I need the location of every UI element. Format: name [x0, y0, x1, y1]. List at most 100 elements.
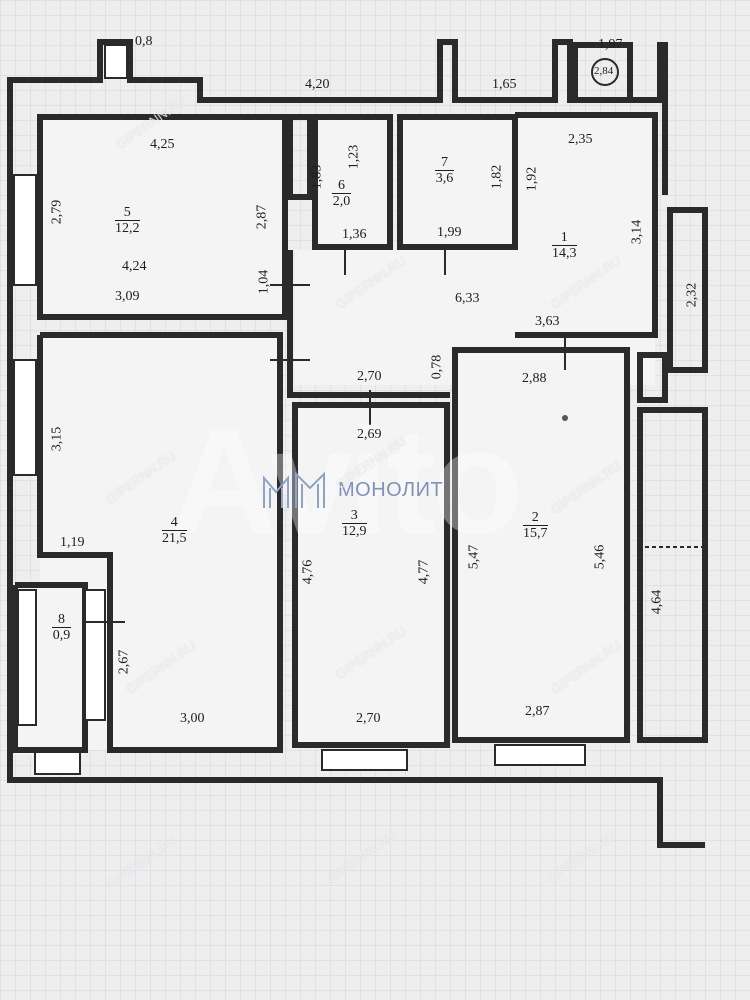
room-4-area: 21,5 — [162, 531, 187, 547]
dim-room5-left: 2,79 — [49, 199, 65, 225]
room-6-walls — [312, 114, 393, 250]
dim-top-165: 1,65 — [492, 77, 517, 92]
room-5-area: 12,2 — [115, 221, 140, 237]
window-top — [104, 44, 128, 79]
room-8-walls — [12, 582, 88, 753]
top-right-closet-walls — [572, 42, 633, 103]
dim-door-104: 1,04 — [256, 269, 272, 295]
room-8-area: 0,9 — [52, 628, 71, 644]
dim-235: 2,35 — [568, 132, 593, 147]
room-1-area: 14,3 — [552, 246, 577, 262]
dim-270-corridor: 2,70 — [357, 369, 382, 384]
room-2-label: 2 15,7 — [523, 510, 548, 542]
dim-078: 0,78 — [429, 354, 445, 380]
dim-182: 1,82 — [489, 164, 505, 190]
window-room-2 — [494, 744, 586, 766]
room-4-number: 4 — [162, 515, 187, 532]
right-closet-walls — [637, 352, 668, 403]
dim-room5-mid: 4,24 — [122, 259, 147, 274]
dim-room5-top: 4,25 — [150, 137, 175, 152]
avito-watermark: Avito — [170, 397, 523, 565]
corridor-walls — [287, 250, 450, 398]
top-right-fixture — [591, 58, 619, 86]
niche-walls — [287, 114, 313, 200]
door-markers — [85, 245, 705, 623]
dim-269: 2,69 — [357, 427, 382, 442]
dim-464: 4,64 — [649, 589, 665, 615]
brand-name: МОНОЛИТ — [338, 478, 444, 501]
shaft-icon — [591, 58, 619, 86]
room-3-area: 12,9 — [342, 524, 367, 540]
dim-288: 2,88 — [522, 371, 547, 386]
room-6-fill — [315, 117, 390, 247]
dim-300: 3,00 — [180, 711, 205, 726]
window-room-3 — [321, 749, 408, 771]
dim-room5-right: 2,87 — [254, 204, 270, 230]
dim-314: 3,14 — [629, 219, 645, 245]
right-annex-walls — [637, 407, 708, 743]
dim-top-08: 0,8 — [135, 34, 153, 49]
room-1-walls — [515, 112, 658, 338]
room-5-walls — [37, 114, 288, 320]
room-5-fill — [40, 117, 285, 317]
room-4-label: 4 21,5 — [162, 515, 187, 547]
window-room-8-inner — [84, 589, 106, 721]
room-3-label: 3 12,9 — [342, 508, 367, 540]
dim-192: 1,92 — [524, 166, 540, 192]
room-2-walls — [452, 347, 630, 743]
room-3-number: 3 — [342, 508, 367, 525]
room-7-label: 7 3,6 — [435, 155, 454, 187]
room-5-number: 5 — [115, 205, 140, 222]
dim-363: 3,63 — [535, 314, 560, 329]
room-fills — [15, 115, 655, 755]
room-1-label: 1 14,3 — [552, 230, 577, 262]
room-7-walls — [397, 114, 518, 250]
room-6-area: 2,0 — [332, 194, 351, 210]
dim-room5-bottom: 3,09 — [115, 289, 140, 304]
room-7-area: 3,6 — [435, 171, 454, 187]
brand-logo: МОНОЛИТ — [262, 470, 443, 510]
monolit-logo-icon — [263, 471, 325, 508]
dim-136: 1,36 — [342, 227, 367, 242]
dim-top-197: 1,97 — [598, 37, 623, 52]
dim-315: 3,15 — [49, 426, 65, 452]
room-1-number: 1 — [552, 230, 577, 247]
window-bottom-left — [34, 751, 81, 775]
room-3-fill — [295, 405, 447, 745]
window-room-5 — [13, 174, 37, 286]
dim-270-bottom: 2,70 — [356, 711, 381, 726]
walls — [7, 39, 708, 848]
room-8-label: 8 0,9 — [52, 612, 71, 644]
room-6-label: 6 2,0 — [332, 178, 351, 210]
outer-wall-top — [7, 39, 663, 115]
room-2-mark — [562, 415, 568, 421]
room-2-area: 15,7 — [523, 526, 548, 542]
right-small-room-walls — [667, 207, 708, 373]
room-7-number: 7 — [435, 155, 454, 172]
dim-123: 1,23 — [346, 144, 362, 170]
room-6-number: 6 — [332, 178, 351, 195]
room-2-fill — [455, 350, 627, 740]
dim-547: 5,47 — [466, 544, 482, 570]
dim-287: 2,87 — [525, 704, 550, 719]
dim-199: 1,99 — [437, 225, 462, 240]
room-4-walls — [37, 332, 283, 753]
window-room-4 — [13, 359, 37, 476]
dim-476: 4,76 — [300, 559, 316, 585]
dim-183: 1,83 — [309, 164, 325, 190]
dot-marker — [562, 415, 568, 421]
dim-232: 2,32 — [684, 282, 700, 308]
room-2-number: 2 — [523, 510, 548, 527]
room-5-label: 5 12,2 — [115, 205, 140, 237]
window-room-8 — [17, 589, 37, 726]
room-7-fill — [400, 117, 515, 247]
dim-top-284: 2,84 — [594, 65, 614, 77]
dim-633: 6,33 — [455, 291, 480, 306]
outer-wall-left — [7, 115, 705, 848]
dim-477: 4,77 — [416, 559, 432, 585]
dim-top-420: 4,20 — [305, 77, 330, 92]
dim-267: 2,67 — [116, 649, 132, 675]
dim-546: 5,46 — [592, 544, 608, 570]
dim-119: 1,19 — [60, 535, 85, 550]
